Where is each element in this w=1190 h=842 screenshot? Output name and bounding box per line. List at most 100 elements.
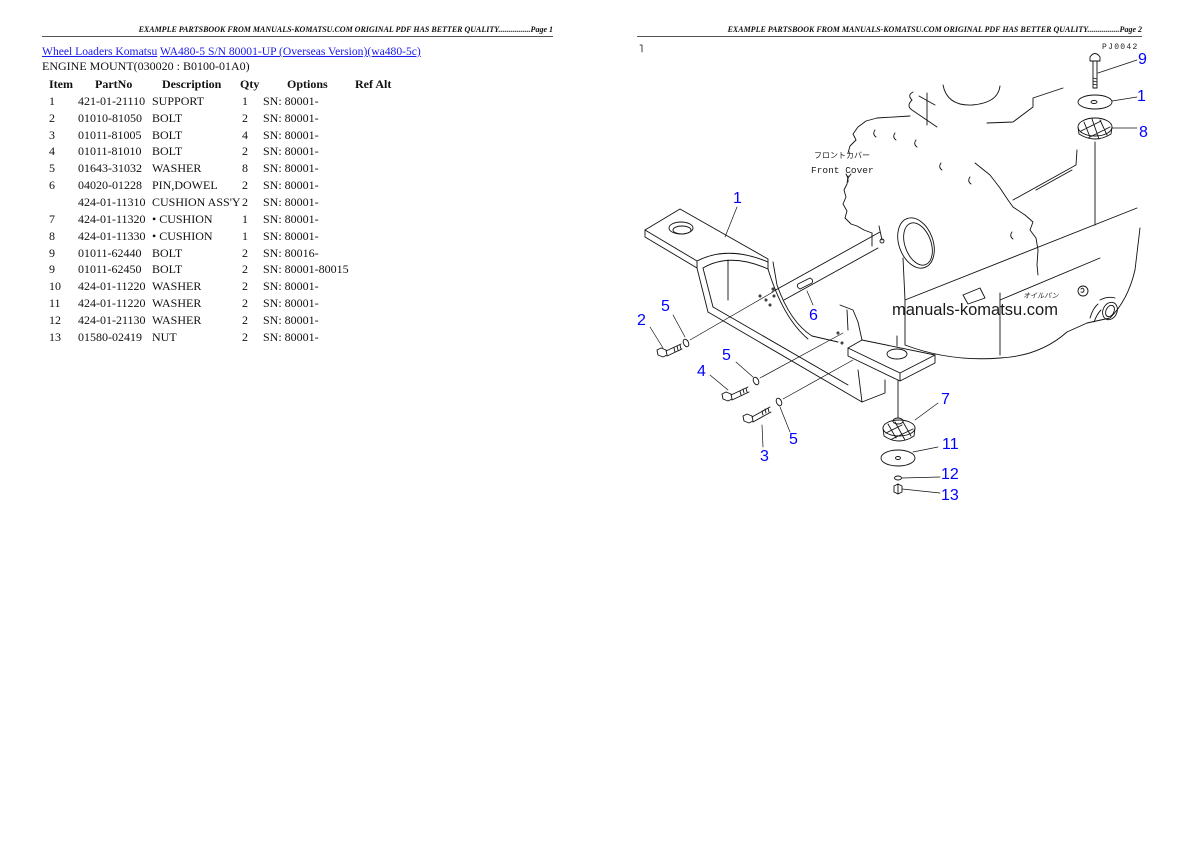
cell-partno: 424-01-11330	[78, 228, 146, 243]
cell-item: 9	[49, 245, 55, 260]
cell-partno: 01011-62450	[78, 262, 142, 277]
cell-description: BOLT	[152, 245, 183, 260]
cell-item: 11	[49, 296, 61, 311]
callout-6: 6	[809, 307, 818, 324]
cell-qty: 1	[242, 228, 248, 243]
page-1-header: EXAMPLE PARTSBOOK FROM MANUALS-KOMATSU.C…	[138, 25, 553, 34]
callout-5: 5	[661, 298, 670, 315]
cell-qty: 2	[242, 279, 248, 294]
cell-description: WASHER	[152, 161, 202, 176]
cell-partno: 01011-81005	[78, 127, 142, 142]
table-row: 3 01011-81005 BOLT 4 SN: 80001-	[0, 128, 560, 145]
diagram-ref-code: PJ0042	[1102, 43, 1139, 52]
cell-partno: 01580-02419	[78, 329, 142, 344]
cell-options: SN: 80001-	[263, 296, 319, 311]
cell-qty: 2	[242, 144, 248, 159]
table-row: 9 01011-62450 BOLT 2 SN: 80001-80015	[0, 262, 560, 279]
cell-qty: 1	[242, 211, 248, 226]
callout-3: 3	[760, 448, 769, 465]
cell-description: PIN,DOWEL	[152, 178, 218, 193]
cell-partno: 424-01-11220	[78, 279, 146, 294]
cell-description: SUPPORT	[152, 93, 204, 108]
cell-qty: 2	[242, 296, 248, 311]
cell-description: • CUSHION	[152, 228, 213, 243]
table-row: 424-01-11310 CUSHION ASS'Y 2 SN: 80001-	[0, 195, 560, 212]
parts-table: Item PartNo Description Qty Options Ref …	[0, 77, 560, 347]
callout-1: 1	[1137, 88, 1146, 105]
page-2-header: EXAMPLE PARTSBOOK FROM MANUALS-KOMATSU.C…	[727, 25, 1142, 34]
cell-description: BOLT	[152, 127, 183, 142]
cell-description: • CUSHION	[152, 211, 213, 226]
table-row: 2 01010-81050 BOLT 2 SN: 80001-	[0, 111, 560, 128]
cell-qty: 2	[242, 110, 248, 125]
category-link[interactable]: Wheel Loaders Komatsu	[42, 45, 158, 58]
cell-description: CUSHION ASS'Y	[152, 195, 241, 210]
cell-partno: 01011-81010	[78, 144, 142, 159]
col-header-partno: PartNo	[95, 77, 133, 91]
col-header-description: Description	[162, 77, 222, 91]
table-row: 10 424-01-11220 WASHER 2 SN: 80001-	[0, 279, 560, 296]
callout-8: 8	[1139, 124, 1148, 141]
cell-partno: 424-01-11320	[78, 211, 146, 226]
cell-item: 6	[49, 178, 55, 193]
cell-options: SN: 80016-	[263, 245, 319, 260]
cell-description: WASHER	[152, 279, 202, 294]
cell-qty: 2	[242, 195, 248, 210]
cell-options: SN: 80001-	[263, 279, 319, 294]
table-row: 8 424-01-11330 • CUSHION 1 SN: 80001-	[0, 229, 560, 246]
callout-7: 7	[941, 391, 950, 408]
section-title: ENGINE MOUNT(030020 : B0100-01A0)	[42, 59, 250, 73]
cell-qty: 2	[242, 329, 248, 344]
cell-description: BOLT	[152, 144, 183, 159]
cell-partno: 421-01-21110	[78, 93, 146, 108]
cell-item: 4	[49, 144, 55, 159]
table-row: 13 01580-02419 NUT 2 SN: 80001-	[0, 330, 560, 347]
cell-options: SN: 80001-	[263, 313, 319, 328]
table-row: 5 01643-31032 WASHER 8 SN: 80001-	[0, 161, 560, 178]
cell-options: SN: 80001-	[263, 127, 319, 142]
cell-options: SN: 80001-	[263, 211, 319, 226]
front-cover-label: Front Cover	[811, 165, 874, 176]
breadcrumb: Wheel Loaders Komatsu WA480-5 S/N 80001-…	[42, 45, 421, 59]
cell-partno: 01643-31032	[78, 161, 142, 176]
table-header-row: Item PartNo Description Qty Options Ref …	[0, 77, 560, 94]
col-header-ref-alt: Ref Alt	[355, 77, 392, 91]
cell-options: SN: 80001-	[263, 110, 319, 125]
cell-qty: 2	[242, 262, 248, 277]
front-cover-label-jp: フロントカバー	[814, 152, 870, 161]
callout-11: 11	[942, 436, 959, 453]
callout-13: 13	[941, 487, 959, 504]
col-header-item: Item	[49, 77, 73, 91]
cell-item: 1	[49, 93, 55, 108]
cell-item: 10	[49, 279, 61, 294]
table-row: 9 01011-62440 BOLT 2 SN: 80016-	[0, 246, 560, 263]
callout-5: 5	[789, 431, 798, 448]
cell-options: SN: 80001-	[263, 329, 319, 344]
oil-pan-label-jp: オイルパン	[1023, 293, 1059, 301]
cell-description: BOLT	[152, 110, 183, 125]
cell-options: SN: 80001-	[263, 228, 319, 243]
cell-qty: 8	[242, 161, 248, 176]
cell-description: WASHER	[152, 313, 202, 328]
page-1-header-rule	[42, 36, 553, 37]
callout-4: 4	[697, 363, 706, 380]
table-row: 12 424-01-21130 WASHER 2 SN: 80001-	[0, 313, 560, 330]
cell-partno: 424-01-21130	[78, 313, 146, 328]
cell-description: NUT	[152, 329, 177, 344]
cell-partno: 01010-81050	[78, 110, 142, 125]
table-row: 7 424-01-11320 • CUSHION 1 SN: 80001-	[0, 212, 560, 229]
table-row: 4 01011-81010 BOLT 2 SN: 80001-	[0, 144, 560, 161]
cell-description: BOLT	[152, 262, 183, 277]
table-row: 1 421-01-21110 SUPPORT 1 SN: 80001-	[0, 94, 560, 111]
col-header-options: Options	[287, 77, 328, 91]
model-link[interactable]: WA480-5 S/N 80001-UP (Overseas Version)(…	[159, 45, 421, 58]
col-header-qty: Qty	[240, 77, 260, 91]
cell-item: 12	[49, 313, 61, 328]
cell-partno: 424-01-11220	[78, 296, 146, 311]
cell-options: SN: 80001-	[263, 93, 319, 108]
cell-options: SN: 80001-	[263, 144, 319, 159]
table-row: 6 04020-01228 PIN,DOWEL 2 SN: 80001-	[0, 178, 560, 195]
cell-qty: 2	[242, 245, 248, 260]
cell-partno: 01011-62440	[78, 245, 142, 260]
